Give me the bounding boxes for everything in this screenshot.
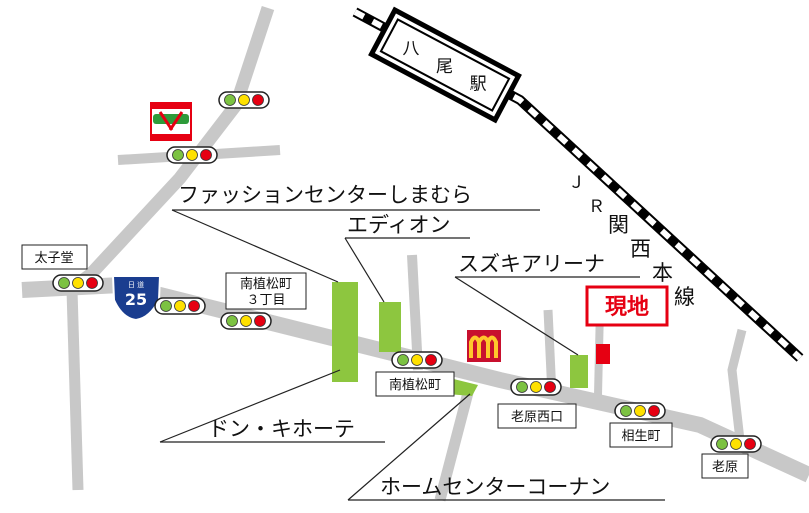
label-suzuki-arena: スズキアリーナ (458, 252, 605, 276)
intersection-oharanishiguchi: 老原西口 (497, 403, 577, 429)
route-25-shield: 日 道 25 (111, 275, 162, 322)
label-minami-uematsu-3-line2: ３丁目 (246, 293, 285, 308)
station-box: 八 尾 駅 (368, 6, 522, 124)
rail-line-label: Ｊ Ｒ 関 西 本 線 (568, 173, 695, 309)
intersection-minami-uematsu: 南植松町 (375, 371, 455, 397)
station-char-1: 八 (402, 39, 419, 59)
site-marker (596, 344, 610, 364)
label-fashion-center: ファッションセンターしまむら (178, 183, 472, 207)
label-minami-uematsu: 南植松町 (389, 377, 441, 393)
leader-lines (159, 209, 665, 501)
west-road (66, 289, 84, 491)
route-shield-top: 日 道 (128, 280, 144, 289)
traffic-lights (52, 91, 762, 453)
intersection-minami-uematsu-3: 南植松町 ３丁目 (225, 272, 307, 310)
building-edion (379, 302, 401, 352)
rail-char-2: Ｒ (588, 197, 605, 217)
label-aioicho: 相生町 (621, 429, 660, 444)
convenience-store-logo (150, 102, 192, 141)
intersection-taishido: 太子堂 (21, 244, 88, 270)
traffic-light-icon (154, 297, 206, 315)
label-edion: エディオン (347, 213, 451, 237)
site-label-box (585, 285, 669, 327)
traffic-light-icon (166, 146, 218, 164)
station-char-3: 駅 (470, 75, 487, 95)
north-road-1 (407, 254, 423, 371)
building-shimamura (332, 282, 358, 382)
building-suzuki (570, 355, 588, 388)
site-label: 現地 (605, 295, 649, 320)
label-don-quijote: ドン・キホーテ (208, 417, 355, 441)
label-minami-uematsu-3-line1: 南植松町 (240, 276, 292, 292)
rail-char-4: 西 (630, 237, 651, 261)
label-taishido: 太子堂 (34, 251, 73, 266)
intersection-aioicho: 相生町 (609, 422, 673, 448)
traffic-light-icon (218, 91, 270, 109)
traffic-light-icon (510, 378, 562, 396)
rail-char-1: Ｊ (568, 173, 585, 193)
traffic-light-icon (220, 312, 272, 330)
fast-food-m-logo (467, 330, 501, 362)
intersection-ohara: 老原 (701, 453, 749, 479)
traffic-light-icon (710, 435, 762, 453)
label-ohara: 老原 (712, 460, 738, 475)
east-road (727, 328, 747, 441)
label-oharanishiguchi: 老原西口 (511, 410, 563, 425)
label-home-center: ホームセンターコーナン (380, 475, 610, 499)
traffic-light-icon (52, 274, 104, 292)
rail-char-5: 本 (652, 261, 673, 285)
station-char-2: 尾 (436, 57, 453, 77)
south-road (434, 383, 476, 502)
traffic-light-icon (391, 351, 443, 369)
rail-char-3: 関 (608, 213, 629, 237)
route-shield-number: 25 (125, 290, 147, 309)
rail-char-6: 線 (674, 285, 695, 309)
traffic-light-icon (614, 402, 666, 420)
